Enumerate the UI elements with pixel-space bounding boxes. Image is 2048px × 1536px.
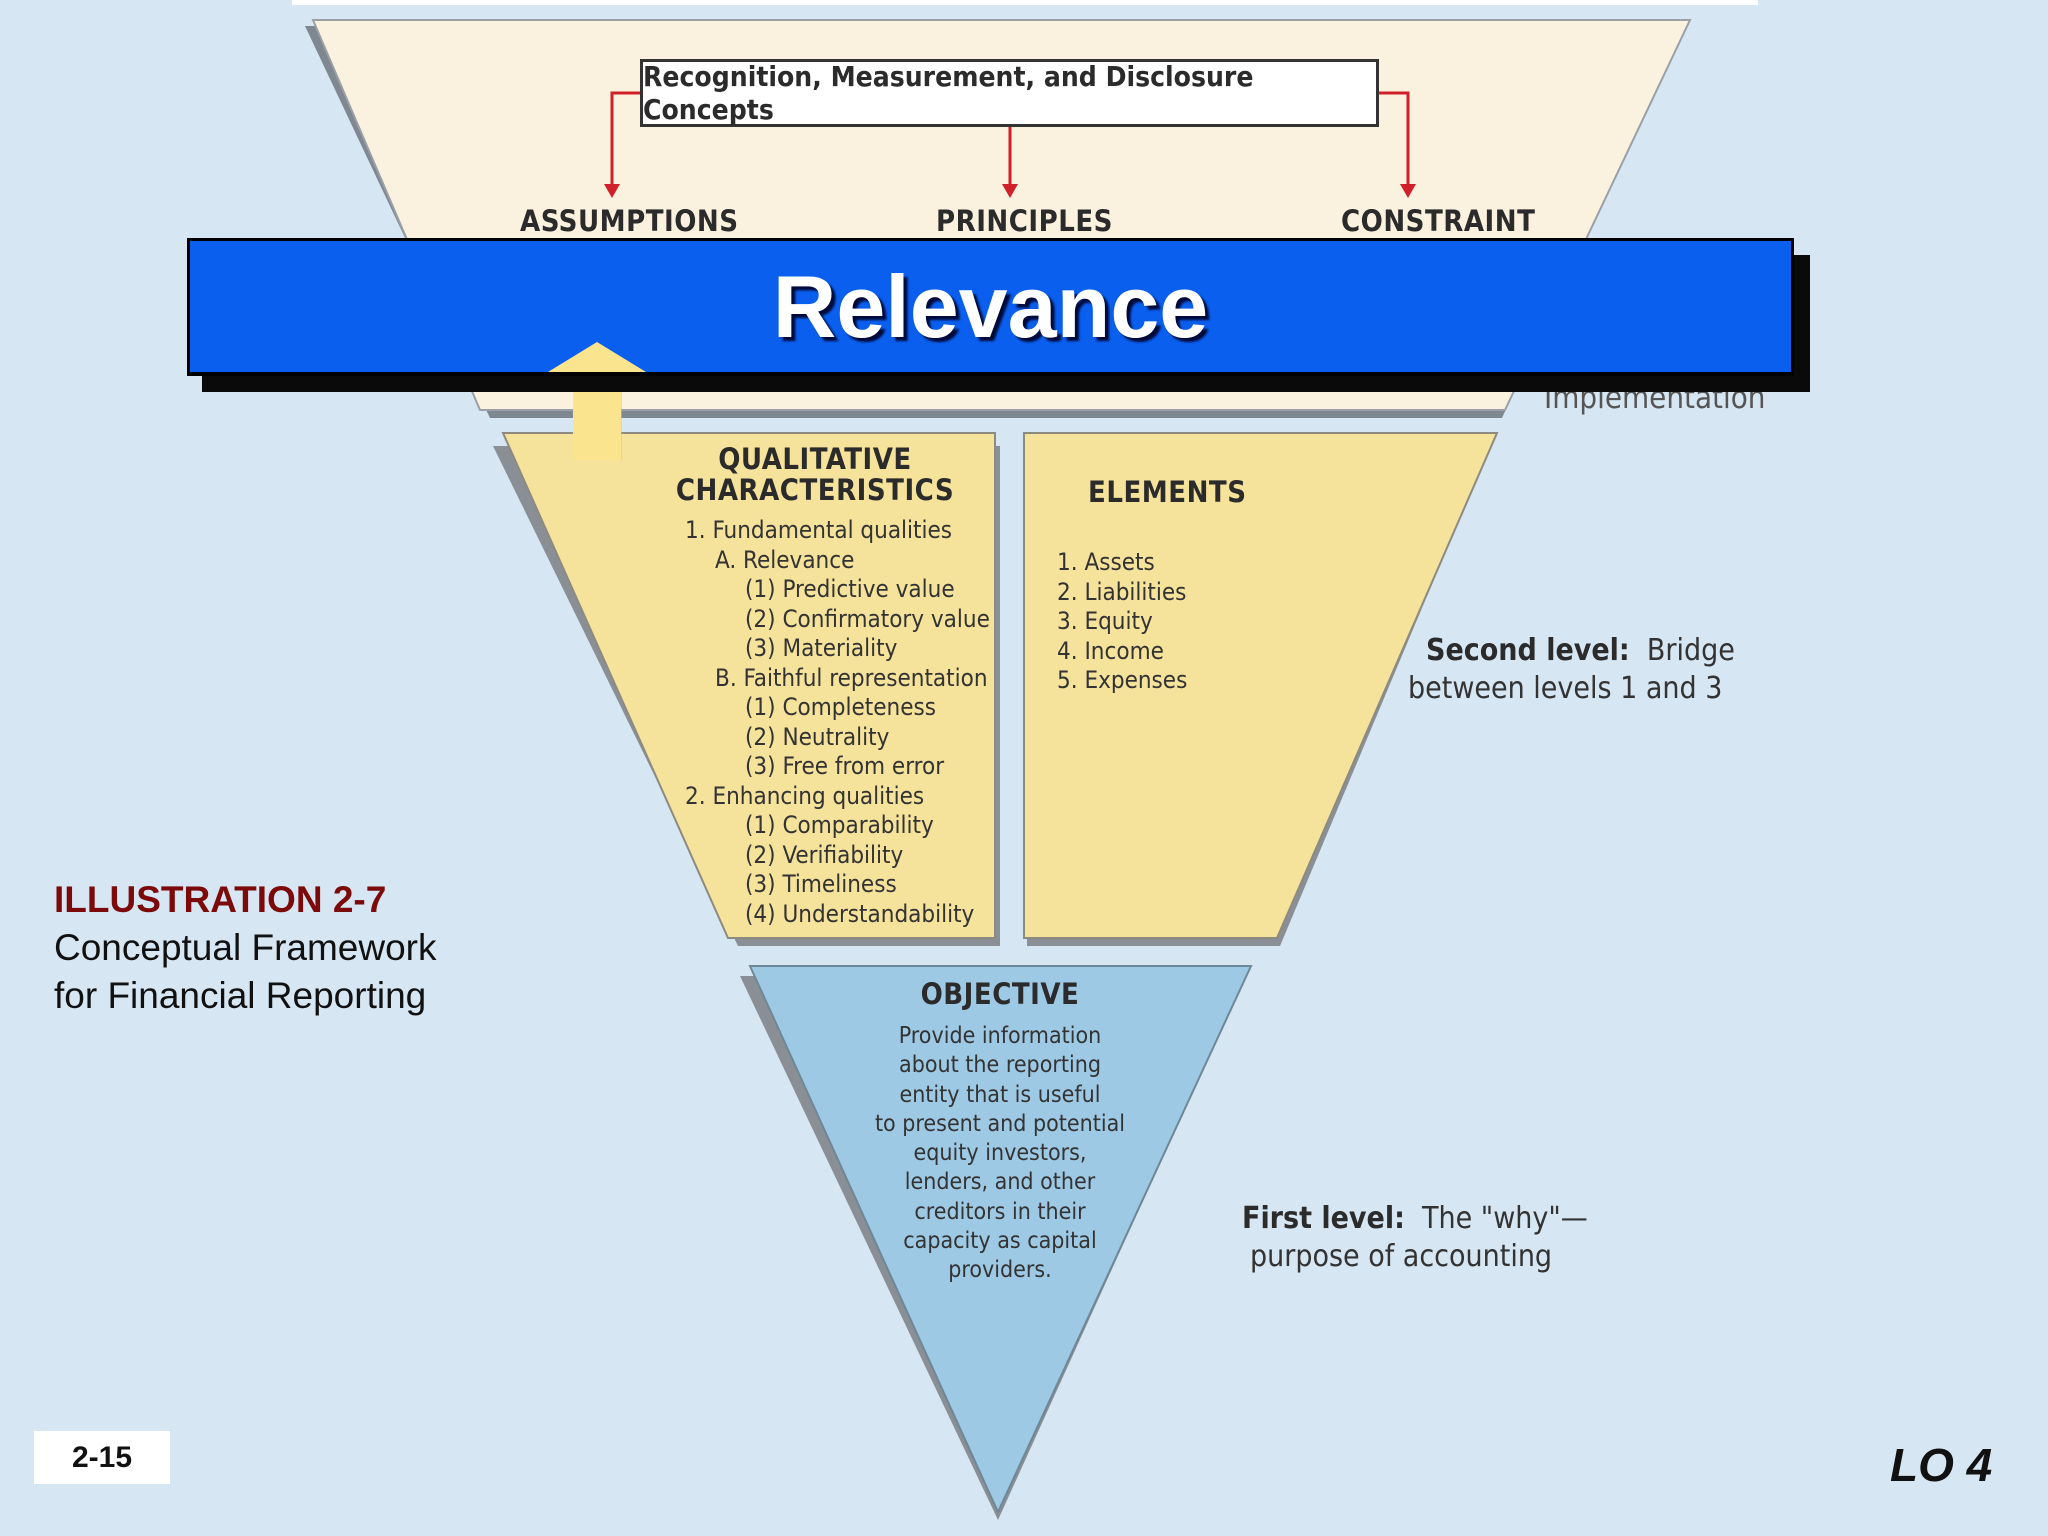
objective-line: creditors in their [914, 1198, 1086, 1225]
third-level-title-box: Recognition, Measurement, and Disclosure… [640, 59, 1379, 127]
illustration-line1: Conceptual Framework [54, 927, 437, 968]
objective-line: equity investors, [913, 1140, 1087, 1167]
list-item: (2) Confirmatory value [745, 604, 990, 633]
list-item: 1. Assets [1057, 548, 1155, 576]
qualitative-title: QUALITATIVE CHARACTERISTICS [660, 444, 970, 506]
illustration-line2: for Financial Reporting [54, 975, 427, 1016]
list-item: (1) Predictive value [745, 575, 955, 603]
list-item: 2. Liabilities [1057, 577, 1187, 606]
arrow-head-principles [1002, 184, 1018, 198]
list-item: 1. Fundamental qualities [685, 516, 953, 544]
qualitative-title-line1: QUALITATIVE [718, 442, 912, 476]
second-level-label: Second level: [1426, 633, 1630, 668]
banner-title: Relevance [772, 257, 1209, 356]
banner-bottom-border [187, 372, 1794, 376]
illustration-number: ILLUSTRATION 2-7 [54, 879, 387, 920]
list-item: (1) Completeness [745, 693, 936, 721]
list-item: A. Relevance [715, 545, 855, 574]
list-item: (3) Free from error [745, 752, 945, 780]
objective-line: to present and potential [874, 1110, 1126, 1137]
objective-line: entity that is useful [899, 1081, 1101, 1108]
list-item: (1) Comparability [745, 811, 934, 839]
learning-objective: LO 4 [1890, 1439, 1993, 1491]
principles-label: PRINCIPLES [936, 204, 1113, 238]
list-item: 5. Expenses [1057, 666, 1188, 694]
connector-arrows [610, 91, 1410, 186]
objective-line: lenders, and other [904, 1169, 1096, 1196]
objective-triangle [740, 965, 1253, 1520]
objective-text: Provide information about the reporting … [860, 1022, 1140, 1286]
qualitative-trapezoid [493, 432, 1000, 946]
constraint-label: CONSTRAINT [1341, 204, 1536, 238]
up-arrow-overlay [548, 342, 646, 460]
second-level-text-a: Bridge [1646, 633, 1735, 668]
list-item: 4. Income [1057, 636, 1164, 665]
objective-line: providers. [948, 1257, 1052, 1284]
first-level-label: First level: [1242, 1201, 1405, 1236]
illustration-caption: ILLUSTRATION 2-7 Conceptual Framework fo… [54, 876, 436, 1020]
second-level-note: Second level: Bridge between levels 1 an… [1408, 632, 1735, 708]
objective-line: Provide information [898, 1023, 1102, 1049]
elements-title: ELEMENTS [1088, 475, 1247, 509]
relevance-banner: Relevance [187, 238, 1794, 376]
qualitative-list: 1. Fundamental qualities A. Relevance (1… [685, 516, 990, 929]
slide-number: 2-15 [34, 1431, 170, 1484]
list-item: (2) Verifiability [745, 840, 904, 869]
top-strip [292, 0, 1758, 5]
list-item: B. Faithful representation [715, 663, 988, 692]
elements-trapezoid [1023, 432, 1499, 946]
arrow-head-assumptions [604, 184, 620, 198]
objective-line: about the reporting [899, 1052, 1101, 1079]
banner-shadow-bottom [202, 376, 1810, 392]
first-level-note: First level: The "why"— purpose of accou… [1242, 1200, 1588, 1276]
list-item: (2) Neutrality [745, 722, 890, 751]
first-level-text-a: The "why"— [1422, 1201, 1588, 1236]
objective-line: capacity as capital [903, 1228, 1097, 1255]
objective-title: OBJECTIVE [920, 977, 1080, 1011]
list-item: (3) Materiality [745, 634, 898, 662]
second-level-text-b: between levels 1 and 3 [1408, 671, 1723, 706]
list-item: (3) Timeliness [745, 870, 897, 898]
list-item: (4) Understandability [745, 899, 975, 928]
list-item: 2. Enhancing qualities [685, 781, 925, 810]
arrow-head-constraint [1400, 184, 1416, 198]
qualitative-title-line2: CHARACTERISTICS [675, 473, 955, 507]
first-level-text-b: purpose of accounting [1250, 1239, 1553, 1274]
list-item: 3. Equity [1057, 607, 1153, 635]
elements-list: 1. Assets 2. Liabilities 3. Equity 4. In… [1057, 548, 1187, 696]
assumptions-label: ASSUMPTIONS [520, 204, 739, 238]
